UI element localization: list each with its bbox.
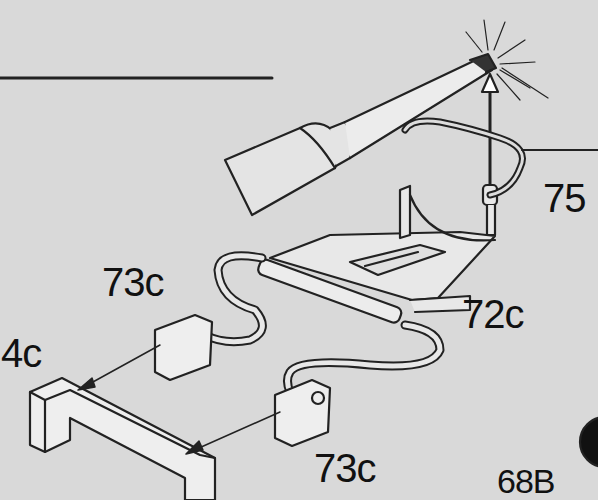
soldering-iron bbox=[225, 54, 496, 215]
pin-arrow bbox=[482, 74, 498, 235]
callout-number: 75 bbox=[543, 178, 586, 218]
terminal-tab bbox=[155, 315, 330, 446]
callout-number: 73c bbox=[314, 448, 376, 488]
wire bbox=[205, 256, 440, 392]
callout-number: 72c bbox=[462, 294, 524, 334]
callout-number: 4c bbox=[1, 333, 41, 373]
plate-part bbox=[257, 186, 495, 324]
callout-number: 73c bbox=[102, 262, 164, 302]
step-marker bbox=[580, 417, 598, 467]
callout-number: 68B bbox=[497, 464, 555, 498]
bar-part bbox=[30, 378, 215, 500]
rule-line bbox=[0, 77, 272, 80]
spark-lines bbox=[466, 20, 548, 100]
arrow bbox=[78, 345, 280, 454]
